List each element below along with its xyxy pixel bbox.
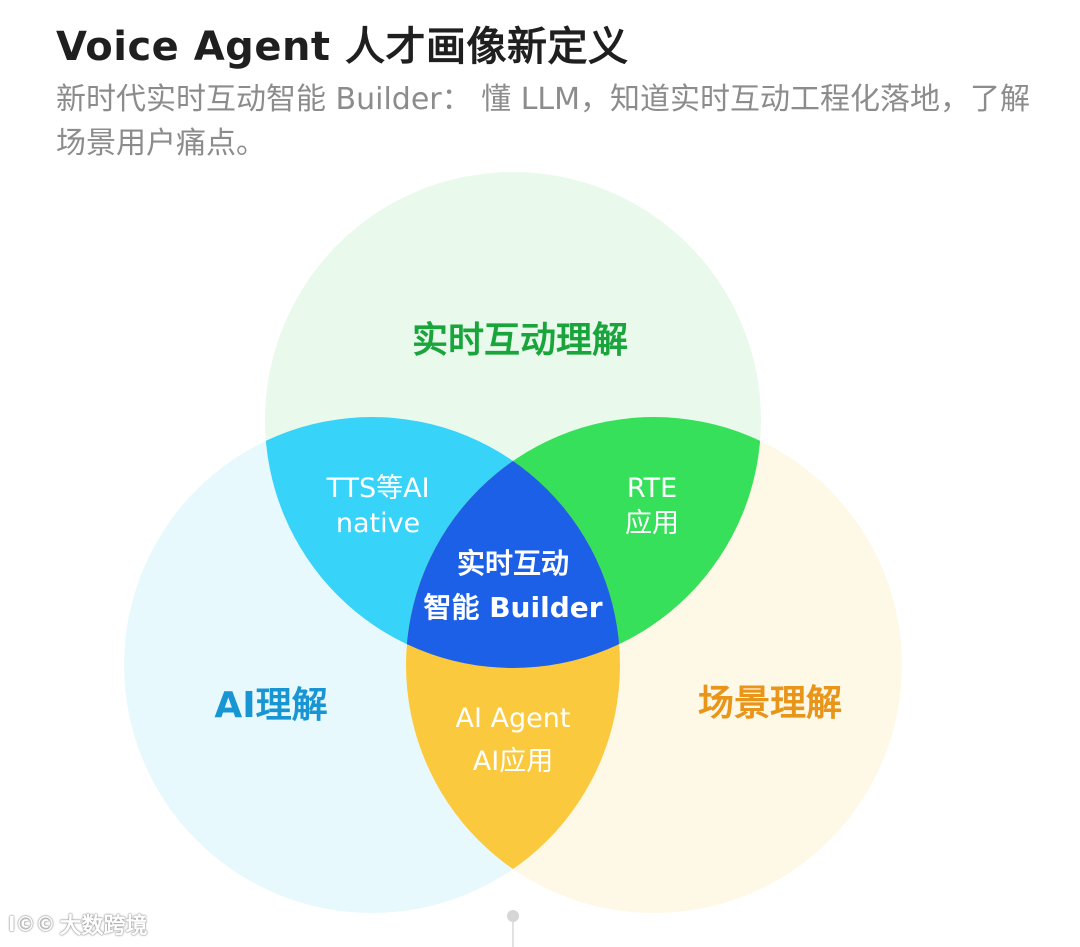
page-title: Voice Agent 人才画像新定义 [56,24,629,70]
label-rte-line1: RTE [627,473,677,504]
label-scene-understanding: 场景理解 [698,683,842,724]
watermark: I©© 大数跨境 [8,908,147,940]
overlap-center [406,417,620,668]
page-subtitle: 新时代实时互动智能 Builder： 懂 LLM，知道实时互动工程化落地，了解场… [56,82,1031,161]
label-center-line1: 实时互动 [457,547,569,580]
label-ai-understanding: AI理解 [214,685,327,726]
watermark-text: 大数跨境 [59,914,148,939]
label-agent-line1: AI Agent [456,703,571,734]
label-agent-line2: AI应用 [473,746,553,777]
connector-dot [507,910,519,922]
label-rte-line2: 应用 [625,508,679,539]
label-tts-line2: native [336,508,420,539]
label-center-line2: 智能 Builder [423,591,602,624]
label-realtime-interaction: 实时互动理解 [412,320,628,361]
label-tts-line1: TTS等AI [325,473,429,504]
watermark-logo-icon: I©© [8,912,56,936]
